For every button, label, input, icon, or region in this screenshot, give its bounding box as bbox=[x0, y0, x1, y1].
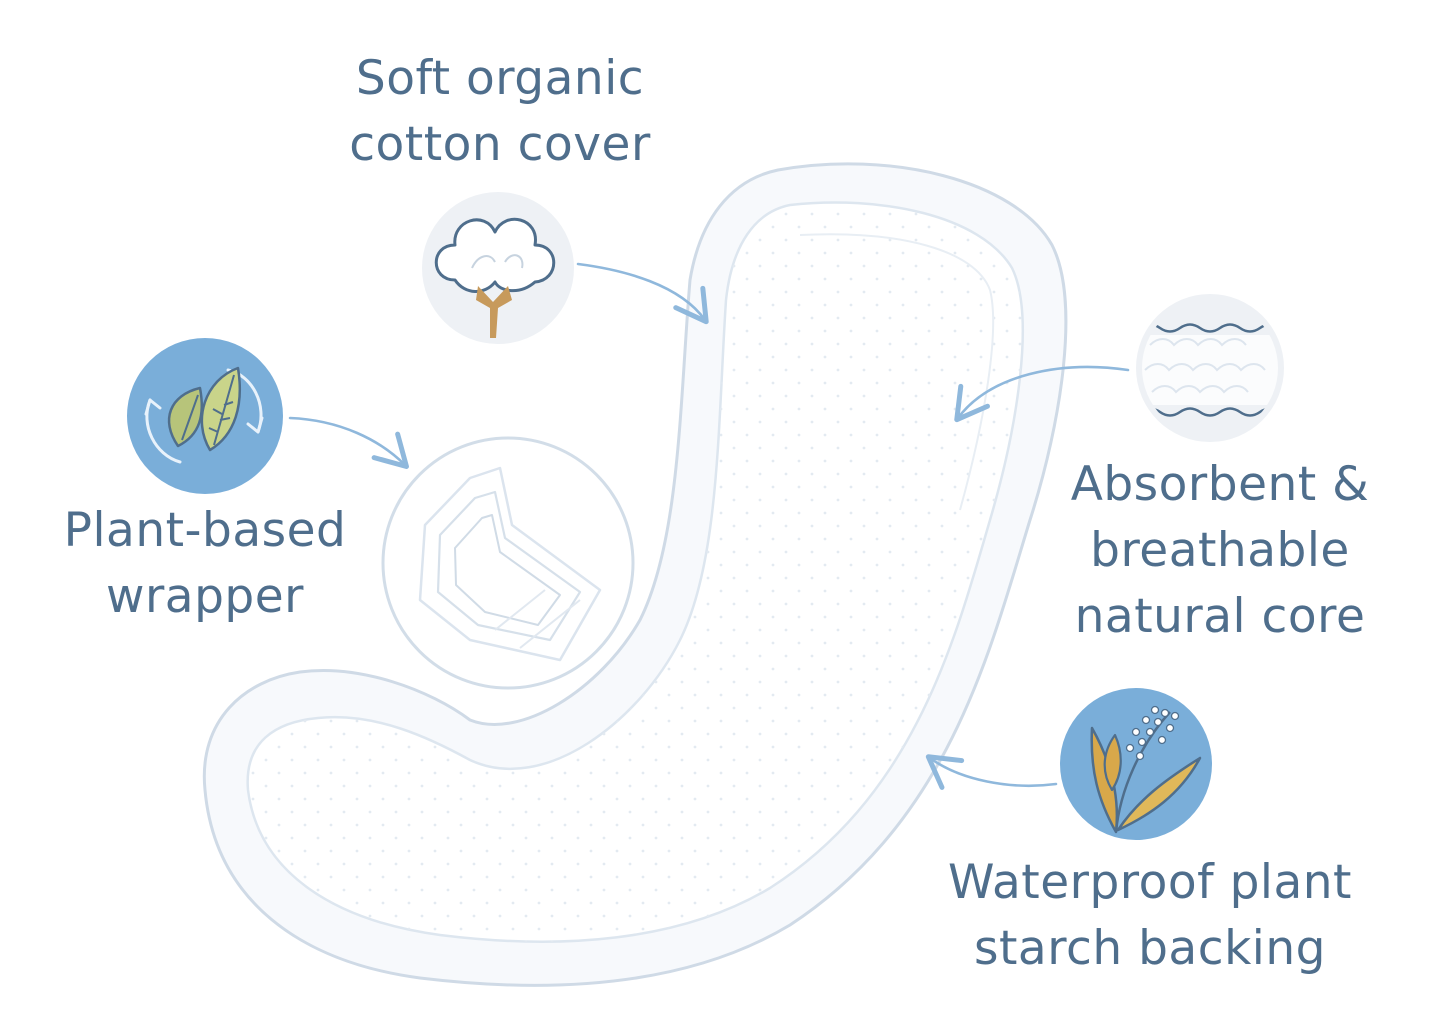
label-wrapper-line1: Plant-based bbox=[63, 503, 347, 558]
arrow-wrapper bbox=[288, 416, 409, 469]
label-wrapper: Plant-based wrapper bbox=[20, 498, 390, 630]
leaves-recycle-icon bbox=[127, 338, 283, 494]
cotton-boll-icon bbox=[422, 192, 574, 344]
arrow-cotton bbox=[576, 262, 709, 325]
label-cotton-cover: Soft organic cotton cover bbox=[300, 46, 700, 178]
wrapper-zoom-circle bbox=[381, 436, 635, 690]
label-core: Absorbent & breathable natural core bbox=[1030, 452, 1410, 650]
pad-texture bbox=[247, 202, 1023, 942]
label-core-line2: breathable bbox=[1090, 523, 1350, 578]
pad-inner-channel bbox=[799, 233, 995, 511]
wheat-plant-icon bbox=[1060, 688, 1212, 840]
label-core-line3: natural core bbox=[1074, 589, 1366, 644]
label-backing: Waterproof plant starch backing bbox=[900, 850, 1400, 982]
label-cotton-cover-line2: cotton cover bbox=[349, 117, 651, 172]
label-cotton-cover-line1: Soft organic bbox=[355, 51, 645, 106]
label-wrapper-line2: wrapper bbox=[106, 569, 304, 624]
label-core-line1: Absorbent & bbox=[1070, 457, 1370, 512]
arrow-backing bbox=[925, 754, 1058, 790]
label-backing-line2: starch backing bbox=[974, 921, 1326, 976]
pad-illustration bbox=[202, 162, 1068, 987]
label-backing-line1: Waterproof plant bbox=[948, 855, 1352, 910]
absorbent-core-icon bbox=[1136, 294, 1284, 442]
arrow-core bbox=[954, 365, 1130, 423]
